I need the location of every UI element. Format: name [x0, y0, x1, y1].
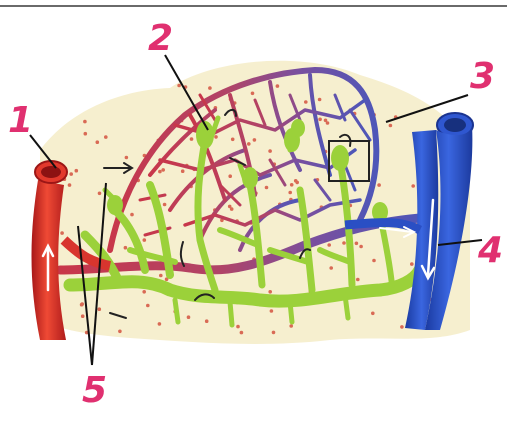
tissue-dot: [124, 246, 128, 250]
tissue-dot: [377, 183, 381, 187]
tissue-dot: [251, 92, 255, 96]
tissue-dot: [228, 174, 232, 178]
tissue-dot: [228, 205, 232, 209]
label-2: 2: [148, 18, 173, 59]
tissue-dot: [290, 183, 294, 187]
tissue-dot: [356, 278, 360, 282]
tissue-dot: [268, 149, 272, 153]
tissue-dot: [146, 304, 150, 308]
tissue-dot: [411, 184, 415, 188]
tissue-dot: [80, 303, 84, 307]
tissue-dot: [125, 156, 129, 160]
tissue-dot: [205, 319, 209, 323]
tissue-dot: [75, 169, 79, 173]
tissue-dot: [372, 259, 376, 263]
tissue-dot: [68, 183, 72, 187]
tissue-dot: [389, 124, 393, 128]
tissue-dot: [83, 120, 87, 124]
tissue-dot: [371, 312, 375, 316]
label-1: 1: [8, 100, 33, 141]
tissue-dot: [304, 100, 308, 104]
tissue-dot: [270, 309, 274, 313]
tissue-dot: [96, 140, 100, 144]
tissue-dot: [327, 243, 331, 247]
tissue-dot: [289, 324, 293, 328]
tissue-dot: [253, 138, 257, 142]
tissue-dot: [60, 231, 64, 235]
tissue-dot: [231, 138, 235, 142]
tissue-dot: [240, 331, 244, 335]
tissue-dot: [272, 331, 276, 335]
tissue-dot: [143, 238, 147, 242]
tissue-dot: [163, 203, 167, 207]
tissue-dot: [355, 242, 359, 246]
tissue-dot: [98, 192, 102, 196]
tissue-dot: [208, 86, 212, 90]
tissue-dot: [268, 290, 272, 294]
tissue-dot: [265, 186, 269, 190]
tissue-dot: [359, 245, 363, 249]
tissue-dot: [158, 322, 162, 326]
label-4: 4: [477, 230, 503, 271]
tissue-dot: [288, 191, 292, 195]
tissue-dot: [329, 266, 333, 270]
tissue-dot: [159, 274, 163, 278]
tissue-dot: [69, 172, 73, 176]
tissue-dot: [294, 179, 298, 183]
tissue-dot: [326, 121, 330, 125]
tissue-dot: [181, 169, 185, 173]
tissue-dot: [177, 84, 181, 88]
tissue-dot: [410, 262, 414, 266]
tissue-dot: [318, 98, 322, 102]
tissue-dot: [84, 132, 88, 136]
tissue-dot: [81, 314, 85, 318]
tissue-dot: [130, 213, 134, 217]
tissue-dot: [247, 142, 251, 146]
tissue-dot: [118, 330, 122, 334]
tissue-dot: [318, 118, 322, 122]
tissue-dot: [236, 325, 240, 329]
tissue-dot: [158, 170, 162, 174]
tissue-dot: [187, 315, 191, 319]
tissue-dot: [190, 137, 194, 141]
tissue-dot: [98, 307, 102, 311]
tissue-dot: [104, 135, 108, 139]
tissue-dot: [400, 325, 404, 329]
label-5: 5: [82, 370, 107, 411]
tissue-dot: [276, 84, 280, 88]
tissue-dot: [342, 241, 346, 245]
tissue-dot: [142, 290, 146, 294]
label-3: 3: [470, 56, 495, 97]
tissue-dot: [214, 135, 218, 139]
tissue-dot: [161, 168, 165, 172]
